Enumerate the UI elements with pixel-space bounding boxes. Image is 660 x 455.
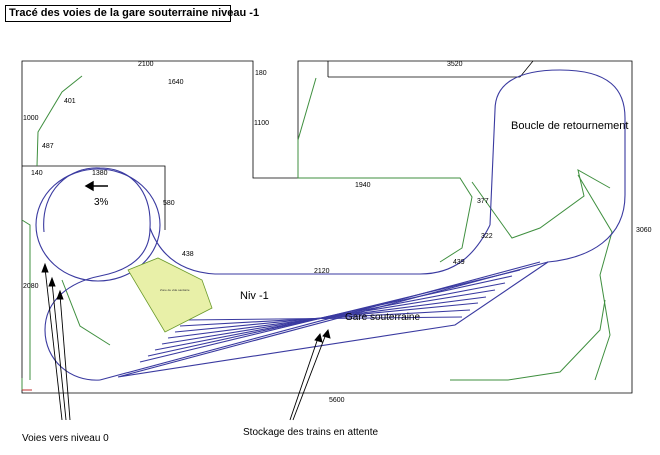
dim-140: 140 <box>31 170 43 177</box>
dim-438: 438 <box>182 251 194 258</box>
dim-180: 180 <box>255 70 267 77</box>
dim-487: 487 <box>42 143 54 150</box>
zone-text: Zone de vide sanitaire <box>160 288 190 292</box>
green-walls <box>21 75 613 381</box>
dim-1100: 1100 <box>254 120 269 127</box>
dim-1940: 1940 <box>355 182 371 189</box>
dim-401: 401 <box>64 98 76 105</box>
dim-3520: 3520 <box>447 61 463 68</box>
slope-label: 3% <box>94 197 109 208</box>
zone-polygon <box>127 257 213 333</box>
dim-5600: 5600 <box>329 397 345 404</box>
loop-label: Boucle de retournement <box>511 120 628 132</box>
tracks-up-label: Voies vers niveau 0 <box>22 433 109 444</box>
dim-2120: 2120 <box>314 268 330 275</box>
tracks <box>35 69 626 381</box>
storage-label: Stockage des trains en attente <box>243 427 379 438</box>
slope-arrow-icon <box>84 180 108 192</box>
dim-2100: 2100 <box>138 61 154 68</box>
annotation-pointers <box>41 262 331 421</box>
dim-1000: 1000 <box>23 115 39 122</box>
dim-580: 580 <box>163 200 175 207</box>
dim-377: 377 <box>477 198 489 205</box>
dim-2080: 2080 <box>23 283 39 290</box>
station-label: Gare souterraine <box>345 312 420 323</box>
dim-322: 322 <box>481 233 493 240</box>
dim-3060: 3060 <box>636 227 652 234</box>
axis-marker <box>21 378 32 391</box>
dim-439: 439 <box>453 259 465 266</box>
level-label: Niv -1 <box>240 290 269 302</box>
page-title: Tracé des voies de la gare souterraine n… <box>5 5 259 22</box>
room-outline <box>21 60 633 394</box>
dim-1640: 1640 <box>168 79 184 86</box>
dim-1380: 1380 <box>92 170 108 177</box>
